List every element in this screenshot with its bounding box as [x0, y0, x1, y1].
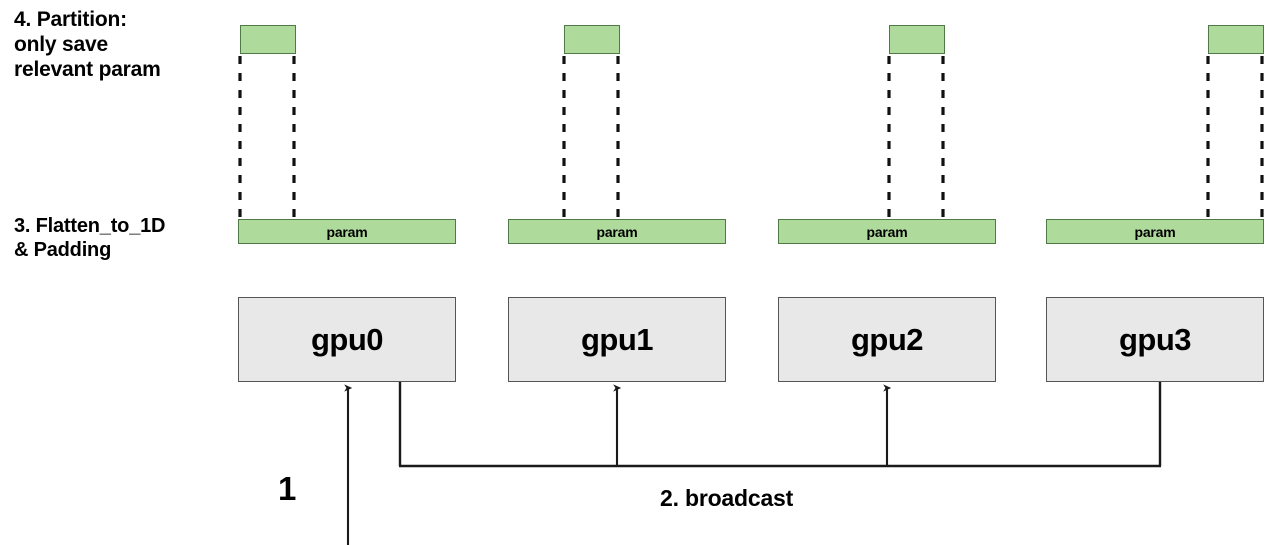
dashed-guides-gpu2 — [887, 56, 945, 219]
param-bar-label: param — [866, 223, 908, 240]
gpu-box-gpu3: gpu3 — [1046, 297, 1264, 382]
partition-block-gpu0 — [240, 25, 296, 54]
label-step3-flatten: 3. Flatten_to_1D & Padding — [14, 215, 166, 261]
partition-block-gpu2 — [889, 25, 945, 54]
label-step1-number: 1 — [278, 470, 297, 507]
dashed-guides-gpu1 — [562, 56, 620, 219]
gpu-box-label: gpu0 — [310, 321, 384, 357]
param-bar-gpu1: param — [508, 219, 726, 244]
gpu-box-label: gpu3 — [1118, 321, 1192, 357]
gpu-box-label: gpu1 — [580, 321, 654, 357]
param-bar-label: param — [1134, 223, 1176, 240]
gpu-box-label: gpu2 — [850, 321, 924, 357]
param-bar-label: param — [326, 223, 368, 240]
gpu-box-gpu0: gpu0 — [238, 297, 456, 382]
param-bar-gpu2: param — [778, 219, 996, 244]
label-step4-partition: 4. Partition: only save relevant param — [14, 8, 161, 81]
gpu-box-gpu2: gpu2 — [778, 297, 996, 382]
dashed-guides-gpu0 — [238, 56, 296, 219]
label-step2-broadcast: 2. broadcast — [660, 485, 794, 511]
param-bar-gpu3: param — [1046, 219, 1264, 244]
param-bar-gpu0: param — [238, 219, 456, 244]
param-bar-label: param — [596, 223, 638, 240]
dashed-guides-gpu3 — [1206, 56, 1264, 219]
partition-block-gpu3 — [1208, 25, 1264, 54]
partition-block-gpu1 — [564, 25, 620, 54]
broadcast-rail — [398, 382, 1162, 468]
gpu-box-gpu1: gpu1 — [508, 297, 726, 382]
